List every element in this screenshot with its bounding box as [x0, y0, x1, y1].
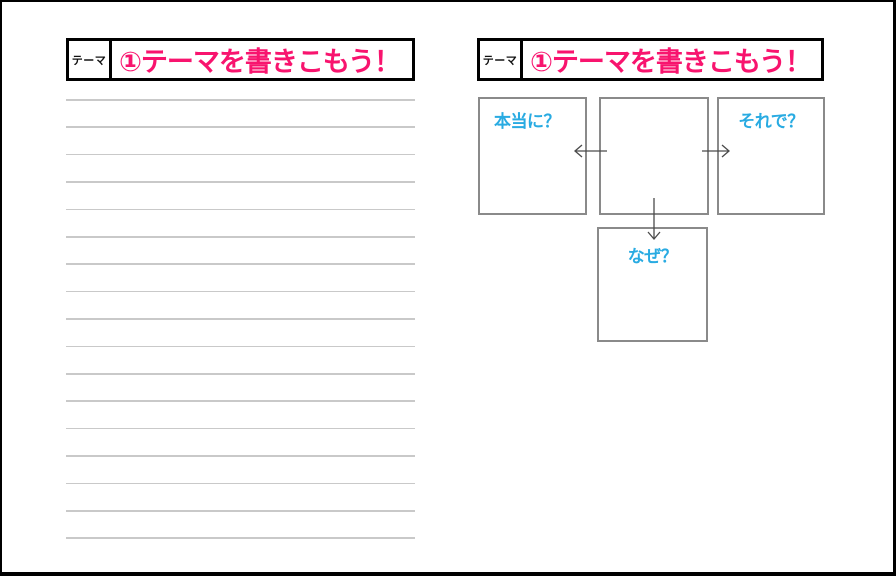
center-theme-box[interactable] — [599, 97, 709, 215]
ruled-line — [66, 510, 415, 512]
really-box[interactable]: 本当に？ — [478, 97, 587, 215]
ruled-line — [66, 99, 415, 101]
really-label: 本当に？ — [494, 112, 561, 131]
ruled-line — [66, 153, 415, 156]
ruled-line — [66, 537, 415, 539]
sorede-label: それで？ — [738, 112, 804, 131]
ruled-line — [66, 290, 415, 293]
sorede-box[interactable]: それで？ — [717, 97, 825, 215]
ruled-line — [66, 208, 415, 211]
ruled-line — [66, 482, 415, 485]
ruled-line — [66, 263, 415, 265]
right-theme-tag: テーマ — [480, 41, 523, 78]
right-theme-title: ①テーマを書きこもう！ — [530, 47, 812, 77]
ruled-line — [66, 345, 415, 348]
ruled-writing-area[interactable] — [66, 99, 415, 541]
ruled-line — [66, 400, 415, 402]
left-theme-tag: テーマ — [69, 41, 112, 78]
ruled-line — [66, 236, 415, 238]
left-theme-header: テーマ ①テーマを書きこもう！ — [66, 38, 415, 81]
left-theme-title: ①テーマを書きこもう！ — [119, 47, 401, 77]
ruled-line — [66, 318, 415, 320]
naze-label: なぜ？ — [627, 247, 678, 266]
ruled-line — [66, 455, 415, 457]
ruled-line — [66, 427, 415, 430]
right-theme-header: テーマ ①テーマを書きこもう！ — [477, 38, 824, 81]
ruled-line — [66, 373, 415, 375]
ruled-line — [66, 181, 415, 183]
ruled-line — [66, 126, 415, 128]
naze-box[interactable]: なぜ？ — [597, 227, 708, 342]
